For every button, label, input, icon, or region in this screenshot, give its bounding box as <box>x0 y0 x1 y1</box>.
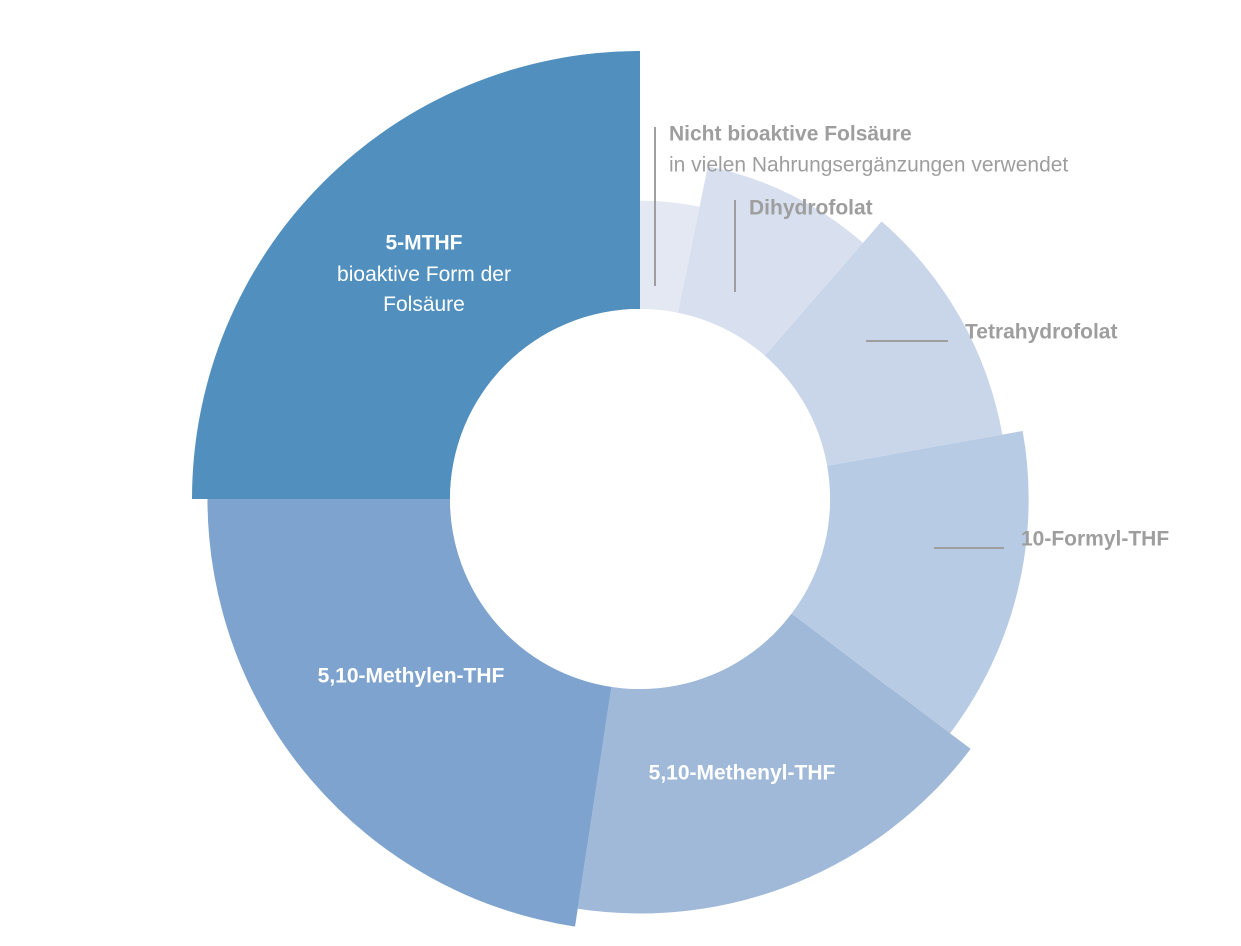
leader-lines-group <box>654 127 1004 549</box>
segments-group <box>192 51 1029 927</box>
segment-label-nicht-bioaktive-folsaeure: Nicht bioaktive Folsäure <box>669 123 912 146</box>
segment-label-dihydrofolat: Dihydrofolat <box>749 197 873 220</box>
sublabel-line-2: Folsäure <box>383 293 465 316</box>
segment-5-mthf <box>192 51 640 499</box>
segment-10-formyl-thf <box>791 430 1029 734</box>
segment-label-5-10-methenyl-thf: 5,10-Methenyl-THF <box>649 762 836 785</box>
segment-sublabel-nicht-bioaktive-folsaeure: in vielen Nahrungsergänzungen verwendet <box>669 154 1068 177</box>
segment-5-10-methylen-thf <box>207 499 612 927</box>
segment-label-tetrahydrofolat: Tetrahydrofolat <box>965 321 1117 344</box>
labels-group: Nicht bioaktive Folsäure in vielen Nahrun… <box>318 123 1170 785</box>
sublabel-line-1: bioaktive Form der <box>337 263 511 286</box>
segment-5-10-methenyl-thf <box>577 613 971 914</box>
segment-dihydrofolat <box>677 166 863 356</box>
segment-tetrahydrofolat <box>764 221 1003 466</box>
center-hole <box>450 309 830 689</box>
segment-label-10-formyl-thf: 10-Formyl-THF <box>1021 528 1169 551</box>
segment-label-5-mthf: 5-MTHF <box>386 232 463 255</box>
segment-label-5-10-methylen-thf: 5,10-Methylen-THF <box>318 665 505 688</box>
